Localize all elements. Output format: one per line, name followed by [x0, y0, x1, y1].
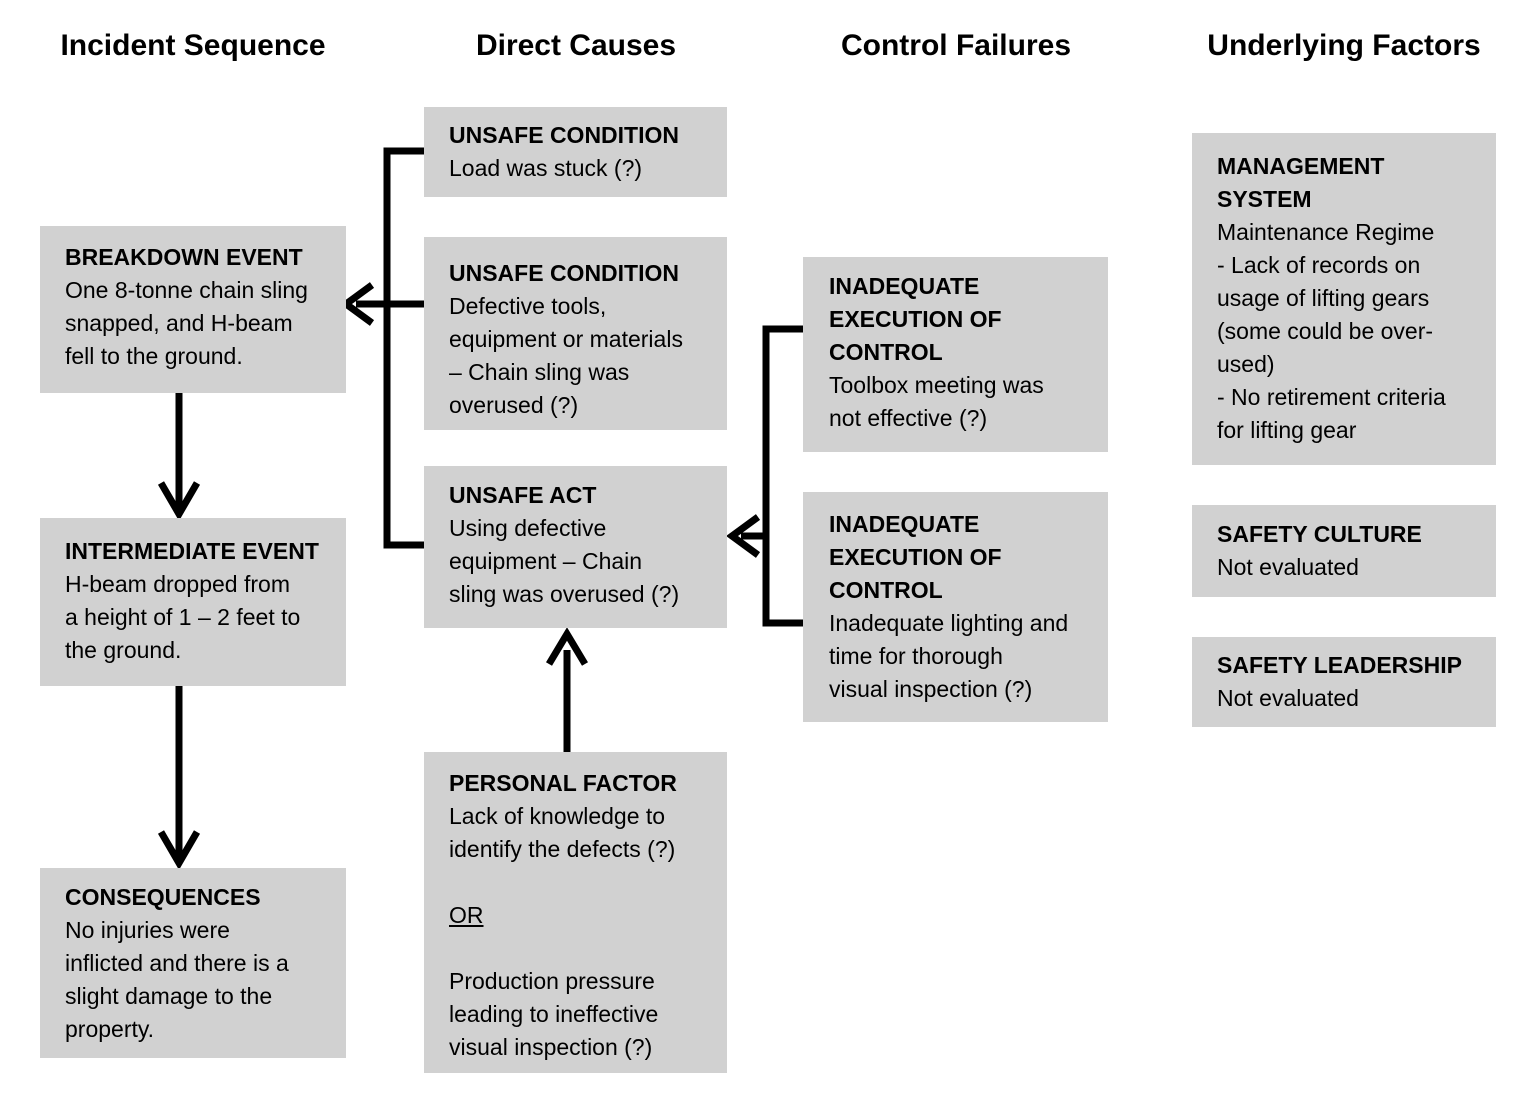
or-separator-label: OR	[449, 902, 484, 928]
box-title: CONSEQUENCES	[65, 884, 261, 910]
safety-culture-box: SAFETY CULTURE Not evaluated	[1192, 505, 1496, 597]
box-title: INADEQUATE EXECUTION OF CONTROL	[829, 511, 1002, 603]
safety-leadership-box: SAFETY LEADERSHIP Not evaluated	[1192, 637, 1496, 727]
box-title: MANAGEMENT SYSTEM	[1217, 153, 1385, 212]
box-body: Maintenance Regime - Lack of records on …	[1217, 219, 1446, 443]
breakdown-event-box: BREAKDOWN EVENT One 8-tonne chain sling …	[40, 226, 346, 393]
box-title: SAFETY CULTURE	[1217, 521, 1422, 547]
arrow-intermediate-to-consequences-head	[157, 830, 201, 870]
column-header-control-failures: Control Failures	[840, 29, 1072, 62]
box-title: SAFETY LEADERSHIP	[1217, 652, 1462, 678]
arrow-personalfactor-to-unsafeact-head	[545, 627, 589, 666]
box-title: UNSAFE CONDITION	[449, 122, 679, 148]
direct-causes-bracket-line	[383, 147, 424, 549]
control-failures-bracket-line	[762, 325, 803, 627]
arrow-controls-to-unsafeact-head	[726, 514, 761, 558]
box-body: H-beam dropped from a height of 1 – 2 fe…	[65, 571, 301, 663]
box-title: BREAKDOWN EVENT	[65, 244, 303, 270]
box-body: Defective tools, equipment or materials …	[449, 293, 683, 418]
unsafe-act-box: UNSAFE ACT Using defective equipment – C…	[424, 466, 727, 628]
unsafe-condition-defective-tools-box: UNSAFE CONDITION Defective tools, equipm…	[424, 237, 727, 430]
box-title: PERSONAL FACTOR	[449, 770, 677, 796]
box-body: Production pressure leading to ineffecti…	[449, 968, 659, 1060]
arrow-directcauses-to-breakdown-head	[340, 282, 375, 326]
box-body: Lack of knowledge to identify the defect…	[449, 803, 676, 862]
column-header-direct-causes: Direct Causes	[475, 29, 677, 62]
personal-factor-box: PERSONAL FACTOR Lack of knowledge to ide…	[424, 752, 727, 1073]
box-body: Inadequate lighting and time for thoroug…	[829, 610, 1069, 702]
box-title: UNSAFE CONDITION	[449, 260, 679, 286]
column-header-underlying-factors: Underlying Factors	[1207, 29, 1481, 62]
arrow-breakdown-to-intermediate-head	[157, 481, 201, 521]
inadequate-execution-toolbox-box: INADEQUATE EXECUTION OF CONTROL Toolbox …	[803, 257, 1108, 452]
box-title: UNSAFE ACT	[449, 482, 597, 508]
inadequate-execution-lighting-box: INADEQUATE EXECUTION OF CONTROL Inadequa…	[803, 492, 1108, 722]
box-body: Using defective equipment – Chain sling …	[449, 515, 680, 607]
box-body: One 8-tonne chain sling snapped, and H-b…	[65, 277, 308, 369]
consequences-box: CONSEQUENCES No injuries were inflicted …	[40, 868, 346, 1058]
box-body: Not evaluated	[1217, 685, 1359, 711]
box-title: INTERMEDIATE EVENT	[65, 538, 319, 564]
box-body: Not evaluated	[1217, 554, 1359, 580]
management-system-box: MANAGEMENT SYSTEM Maintenance Regime - L…	[1192, 133, 1496, 465]
intermediate-event-box: INTERMEDIATE EVENT H-beam dropped from a…	[40, 518, 346, 686]
box-title: INADEQUATE EXECUTION OF CONTROL	[829, 273, 1002, 365]
unsafe-condition-load-stuck-box: UNSAFE CONDITION Load was stuck (?)	[424, 107, 727, 197]
box-body: No injuries were inflicted and there is …	[65, 917, 289, 1042]
box-body: Toolbox meeting was not effective (?)	[829, 372, 1044, 431]
box-body: Load was stuck (?)	[449, 155, 643, 181]
column-header-incident-sequence: Incident Sequence	[60, 29, 326, 62]
